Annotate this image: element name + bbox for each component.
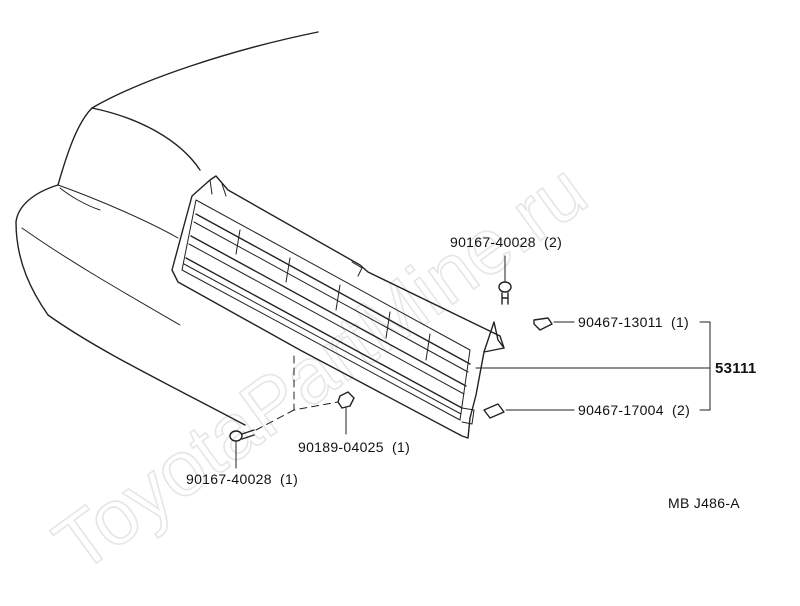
label-nut: 90189-04025 (1) (298, 439, 410, 455)
clip-lower (483, 403, 505, 419)
leader-lines (235, 255, 711, 469)
clip-upper (533, 317, 553, 331)
label-clip-lower: 90467-17004 (2) (578, 402, 690, 418)
label-screw-bottom: 90167-40028 (1) (186, 471, 298, 487)
radiator-grille (171, 175, 505, 439)
watermark-text: ToyotaPartMine.ru (38, 146, 602, 589)
label-grille: 53111 (715, 360, 757, 377)
label-screw-top: 90167-40028 (2) (450, 234, 562, 250)
car-body-outline (15, 31, 319, 426)
drawing-id: MB J486-A (668, 495, 740, 511)
screw-bottom (229, 429, 255, 442)
label-clip-upper: 90467-13011 (1) (578, 314, 689, 330)
guide-lines (255, 355, 339, 431)
